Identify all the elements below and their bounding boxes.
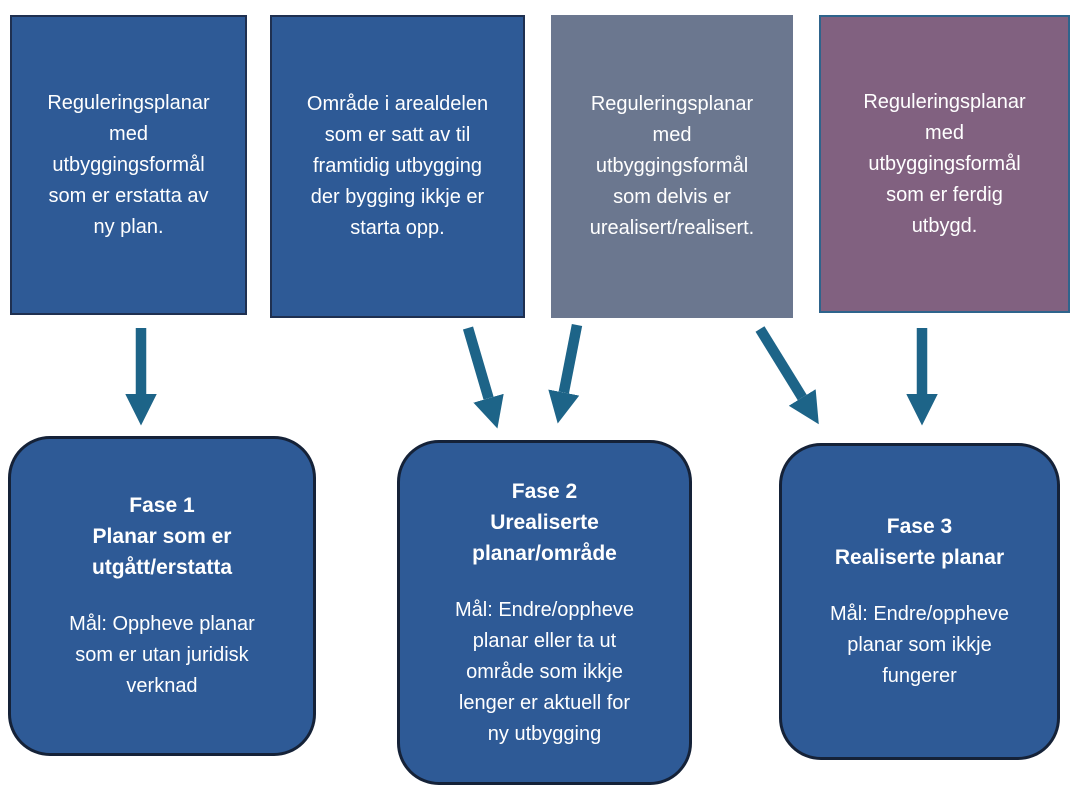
source-box-text: Reguleringsplanar med utbyggingsformål s… <box>47 91 210 238</box>
source-box-reguleringsplanar-ferdig: Reguleringsplanar med utbyggingsformål s… <box>819 15 1070 313</box>
source-box-omrade-arealdelen: Område i arealdelen som er satt av til f… <box>270 15 525 318</box>
source-box-reguleringsplanar-erstatta: Reguleringsplanar med utbyggingsformål s… <box>10 15 247 315</box>
phase-title: Fase 3 Realiserte planar <box>834 515 1005 569</box>
flow-arrow-reguleringsplanar-delvis-to-fase-2 <box>548 323 583 424</box>
phase-title: Fase 2 Urealiserte planar/område <box>472 479 617 565</box>
phase-box-fase-3: Fase 3 Realiserte planar Mål: Endre/opph… <box>779 443 1060 760</box>
source-box-reguleringsplanar-delvis: Reguleringsplanar med utbyggingsformål s… <box>551 15 793 318</box>
flow-arrow-omrade-arealdelen-to-fase-2 <box>462 326 504 429</box>
flow-arrow-reguleringsplanar-delvis-to-fase-3 <box>755 326 819 425</box>
phase-title: Fase 1 Planar som er utgått/erstatta <box>91 494 233 579</box>
source-box-text: Reguleringsplanar med utbyggingsformål s… <box>863 90 1026 237</box>
source-box-text: Område i arealdelen som er satt av til f… <box>306 93 489 239</box>
phase-goal-text: Mål: Endre/oppheve planar som ikkje fung… <box>829 603 1009 687</box>
source-box-text: Reguleringsplanar med utbyggingsformål s… <box>589 93 755 239</box>
phase-goal-text: Mål: Oppheve planar som er utan juridisk… <box>69 613 255 697</box>
phase-box-fase-1: Fase 1 Planar som er utgått/erstatta Mål… <box>8 436 316 756</box>
phase-goal-text: Mål: Endre/oppheve planar eller ta ut om… <box>454 598 634 745</box>
phase-box-fase-2: Fase 2 Urealiserte planar/område Mål: En… <box>397 440 692 785</box>
